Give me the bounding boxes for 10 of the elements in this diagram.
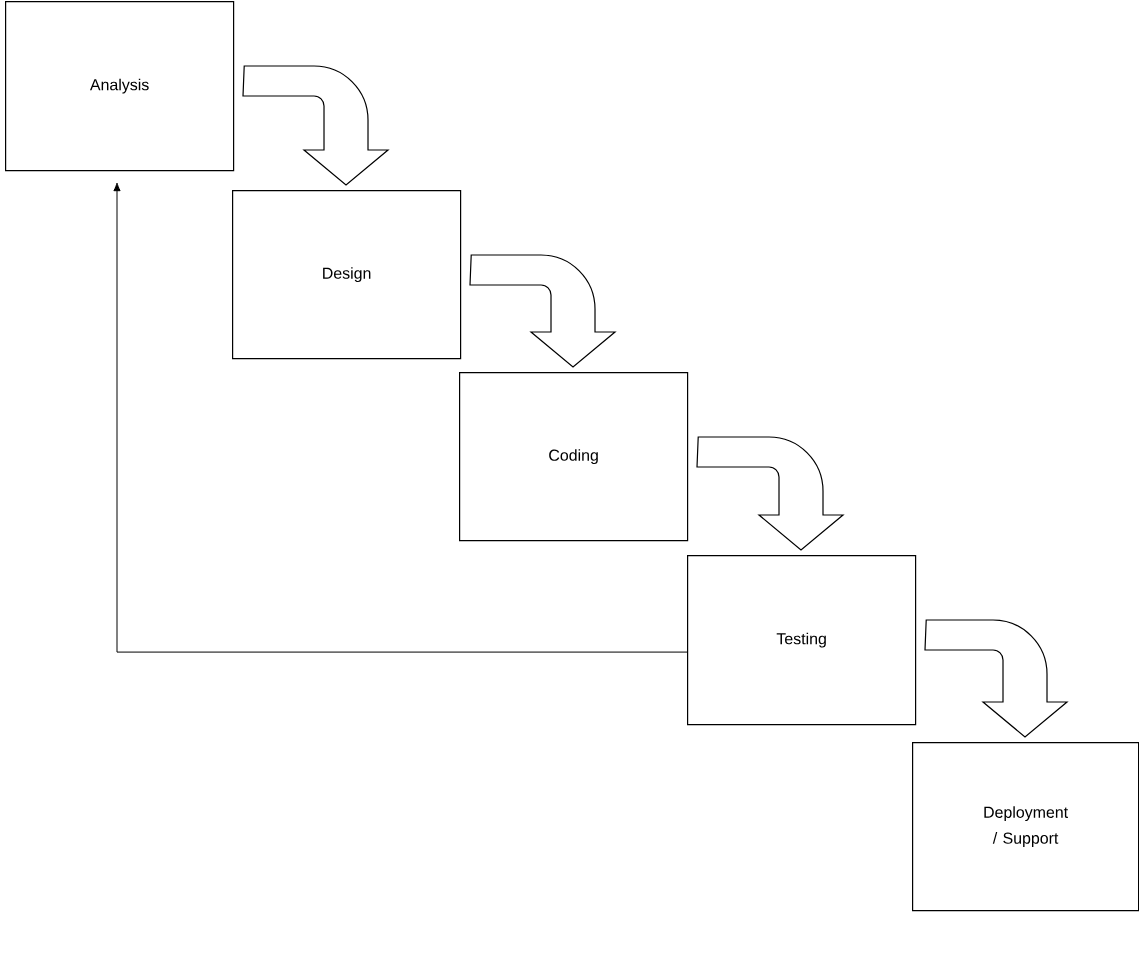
block-arrow (696, 436, 844, 551)
process-box: Design (232, 190, 462, 360)
block-arrow (242, 65, 389, 186)
arrow (113, 182, 688, 653)
block-arrow (924, 619, 1068, 738)
process-box: Testing (687, 555, 917, 726)
process-box: Deployment / Support (912, 742, 1139, 912)
process-box: Analysis (5, 1, 235, 172)
block-arrow (469, 254, 616, 368)
process-box: Coding (459, 372, 689, 542)
